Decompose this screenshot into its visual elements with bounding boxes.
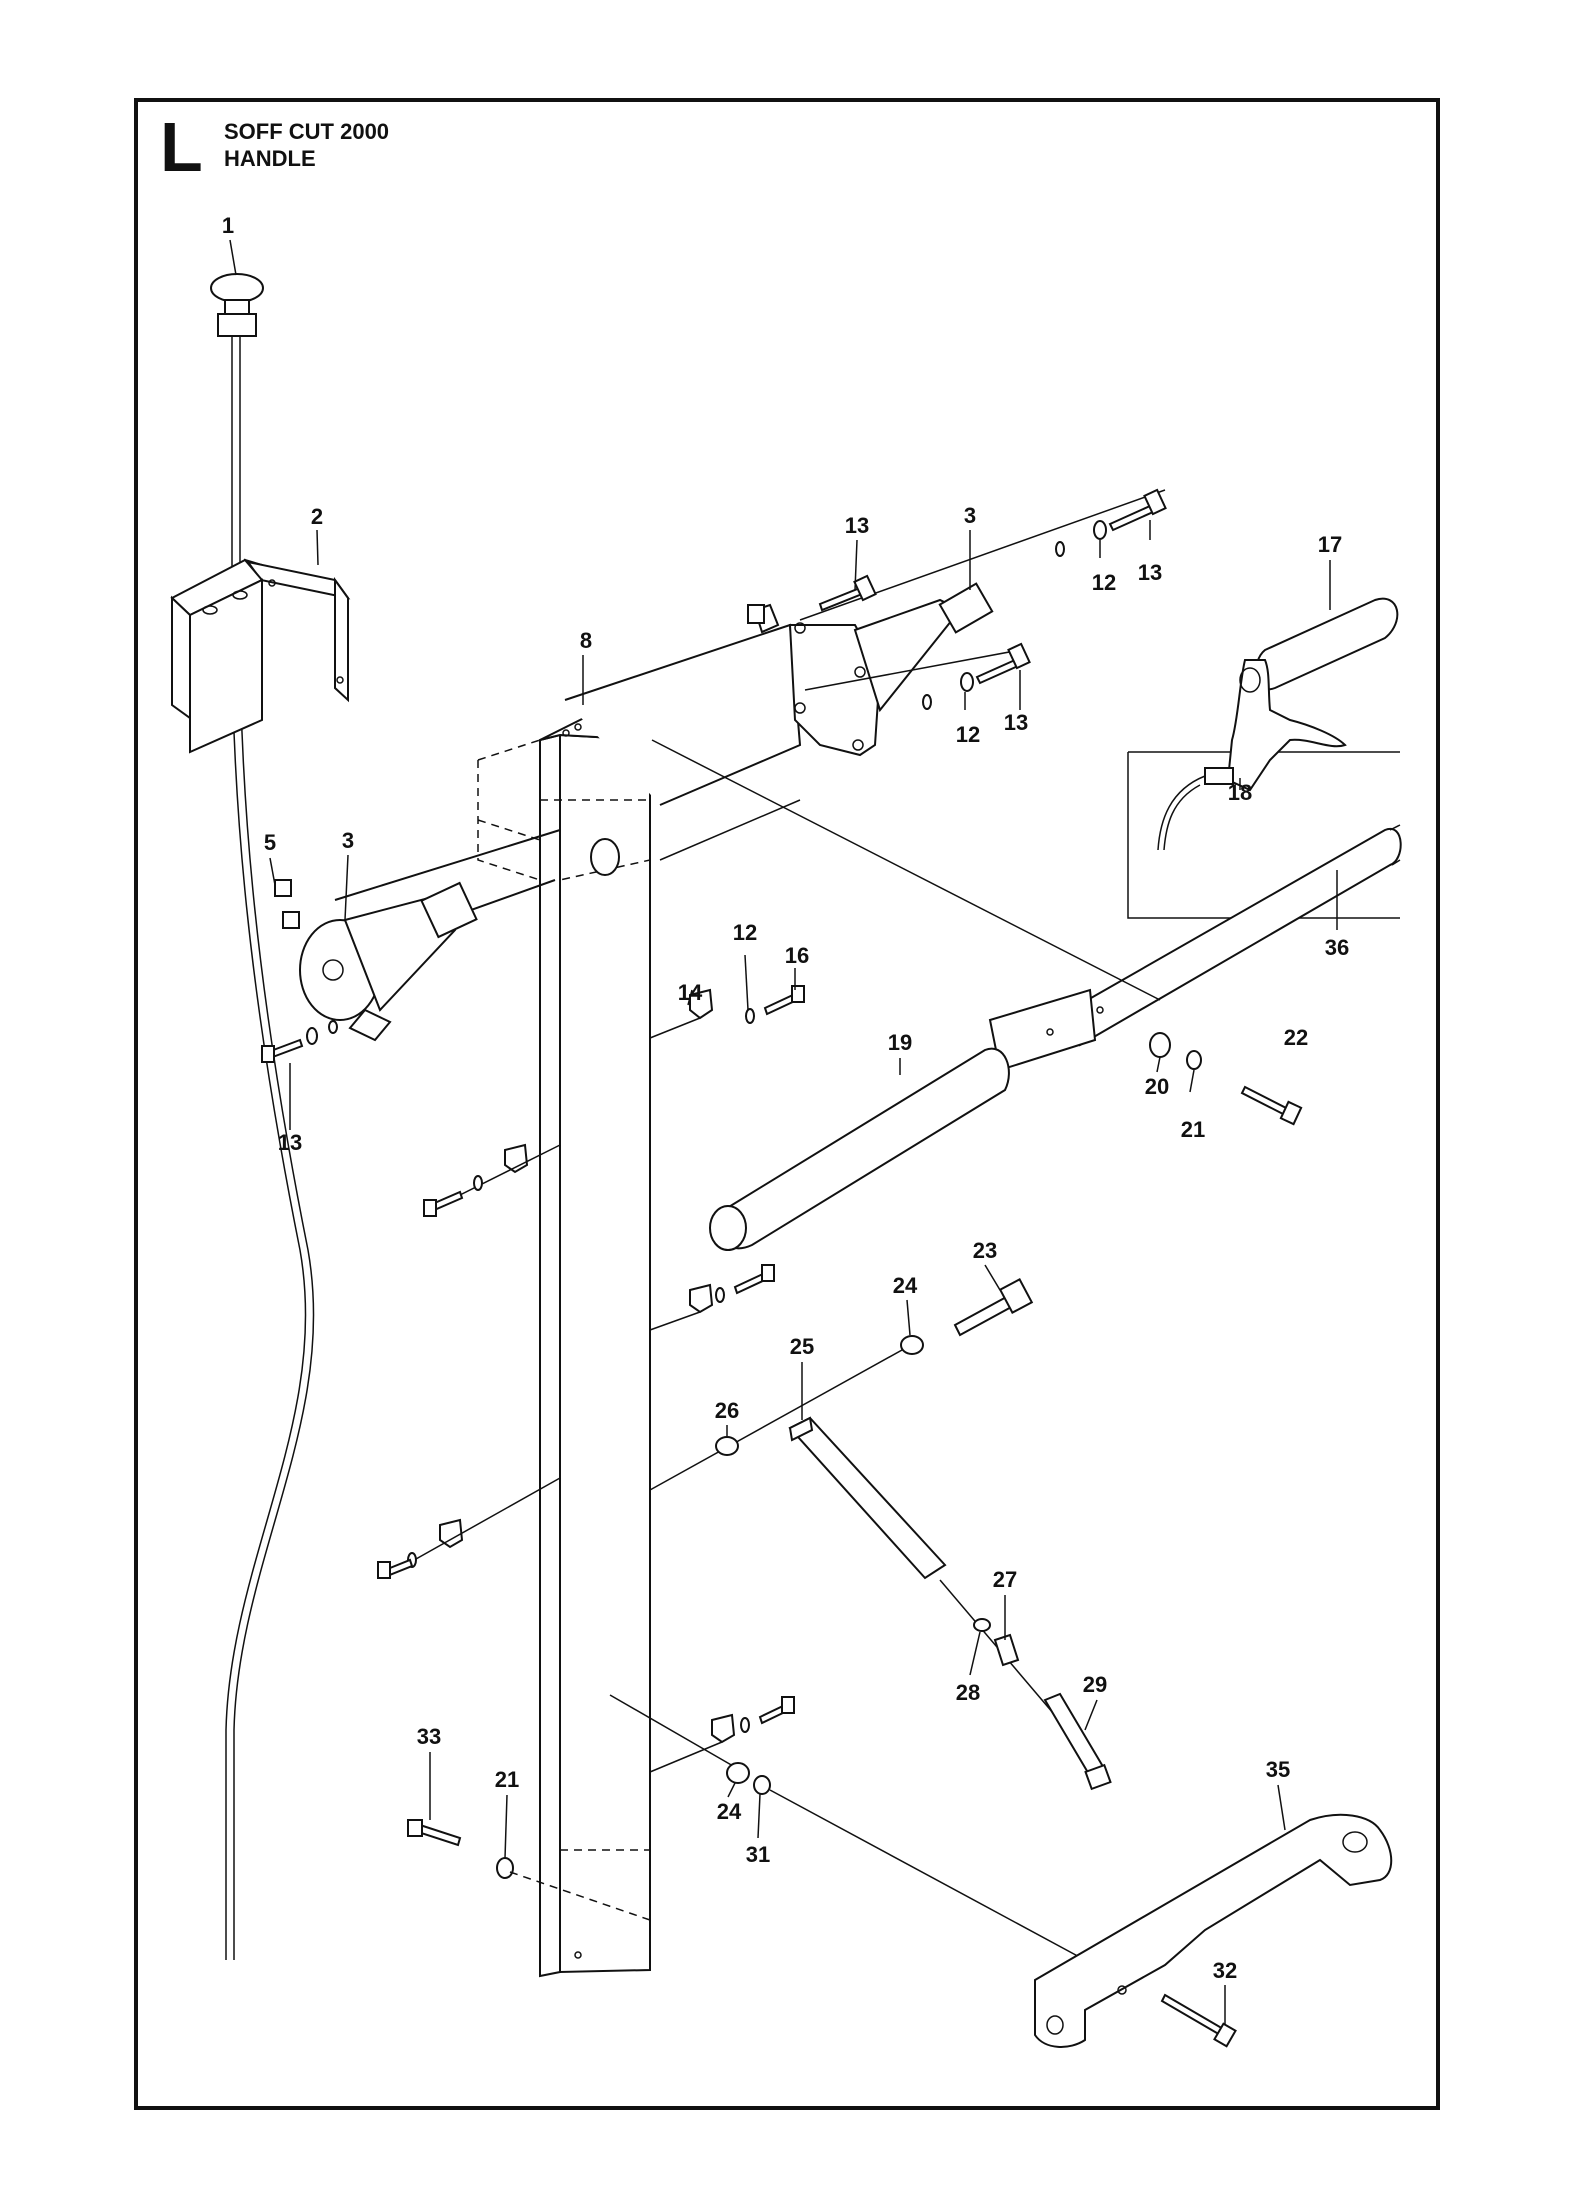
- callout-3-upper: 3: [964, 503, 976, 528]
- model-name: SOFF CUT 2000: [224, 119, 390, 144]
- callout-22: 22: [1284, 1025, 1308, 1050]
- callout-20: 20: [1145, 1074, 1169, 1099]
- callout-24-b: 24: [717, 1799, 742, 1824]
- callout-12-b: 12: [956, 722, 980, 747]
- callout-5: 5: [264, 830, 276, 855]
- handle-with-lever-part-17-18: [1127, 597, 1400, 919]
- lower-hardware: [407, 1694, 1086, 1961]
- throttle-housing-upper-part-3: [747, 582, 994, 757]
- callout-27: 27: [993, 1567, 1017, 1592]
- callout-25: 25: [790, 1334, 814, 1359]
- lower-throttle-hardware: [261, 1020, 338, 1063]
- handle-grip-part-19: [709, 988, 1104, 1251]
- callout-29: 29: [1083, 1672, 1107, 1697]
- bracket-part-2: [170, 558, 351, 754]
- callout-13-d: 13: [278, 1130, 302, 1155]
- callout-labels: 1 2 3 3 5 8 12 12 12 13 13 13 13 14 16 1…: [222, 213, 1349, 1983]
- callout-1: 1: [222, 213, 234, 238]
- callout-2: 2: [311, 504, 323, 529]
- throttle-housing-lower-part-3: [274, 879, 478, 1042]
- callout-13-a: 13: [845, 513, 869, 538]
- diagram-title: SOFF CUT 2000 HANDLE: [224, 118, 389, 172]
- bolt-22-washers: [651, 739, 1303, 1126]
- leader-lines: [229, 239, 1338, 2025]
- callout-31: 31: [746, 1842, 770, 1867]
- callout-19: 19: [888, 1030, 912, 1055]
- callout-23: 23: [973, 1238, 997, 1263]
- callout-12-a: 12: [1092, 570, 1116, 595]
- choke-cable-part-1: [210, 273, 315, 1960]
- callout-13-b: 13: [1138, 560, 1162, 585]
- strut-part-25: [649, 1278, 1112, 1791]
- column-clips-part-14: [377, 985, 805, 1773]
- callout-36: 36: [1325, 935, 1349, 960]
- callout-3-lower: 3: [342, 828, 354, 853]
- callout-21-a: 21: [1181, 1117, 1205, 1142]
- section-letter: L: [160, 108, 203, 186]
- callout-24-a: 24: [893, 1273, 918, 1298]
- bolt-part-32: [1160, 1993, 1237, 2048]
- upper-hardware: [799, 488, 1167, 710]
- callout-8: 8: [580, 628, 592, 653]
- callout-17: 17: [1318, 532, 1342, 557]
- callout-12-c: 12: [733, 920, 757, 945]
- handle-tube-part-36: [1068, 824, 1402, 1047]
- lower-bracket-part-35: [1034, 1813, 1393, 2048]
- callout-18: 18: [1228, 780, 1252, 805]
- callout-21-b: 21: [495, 1767, 519, 1792]
- callout-33: 33: [417, 1724, 441, 1749]
- callout-28: 28: [956, 1680, 980, 1705]
- callout-13-c: 13: [1004, 710, 1028, 735]
- callout-16: 16: [785, 943, 809, 968]
- callout-32: 32: [1213, 1958, 1237, 1983]
- callout-35: 35: [1266, 1757, 1290, 1782]
- diagram-frame: [134, 98, 1440, 2110]
- callout-14: 14: [678, 980, 703, 1005]
- assembly-name: HANDLE: [224, 146, 316, 171]
- callout-26: 26: [715, 1398, 739, 1423]
